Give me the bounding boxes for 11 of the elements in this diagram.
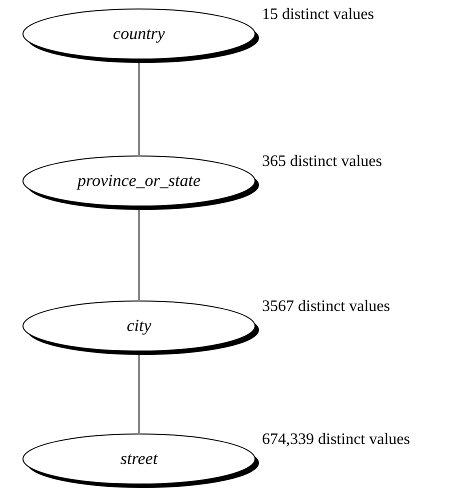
node-label: street <box>120 449 158 469</box>
value-count-label: 15 distinct values <box>262 6 374 24</box>
connector-line <box>138 354 140 434</box>
connector-line <box>138 62 140 156</box>
value-count-label: 674,339 distinct values <box>262 431 410 449</box>
node-label: province_or_state <box>77 171 201 191</box>
node-label: country <box>113 24 165 44</box>
value-count-label: 365 distinct values <box>262 153 382 171</box>
value-count-label: 3567 distinct values <box>262 298 390 316</box>
connector-line <box>138 210 140 300</box>
node-label: city <box>126 316 152 336</box>
